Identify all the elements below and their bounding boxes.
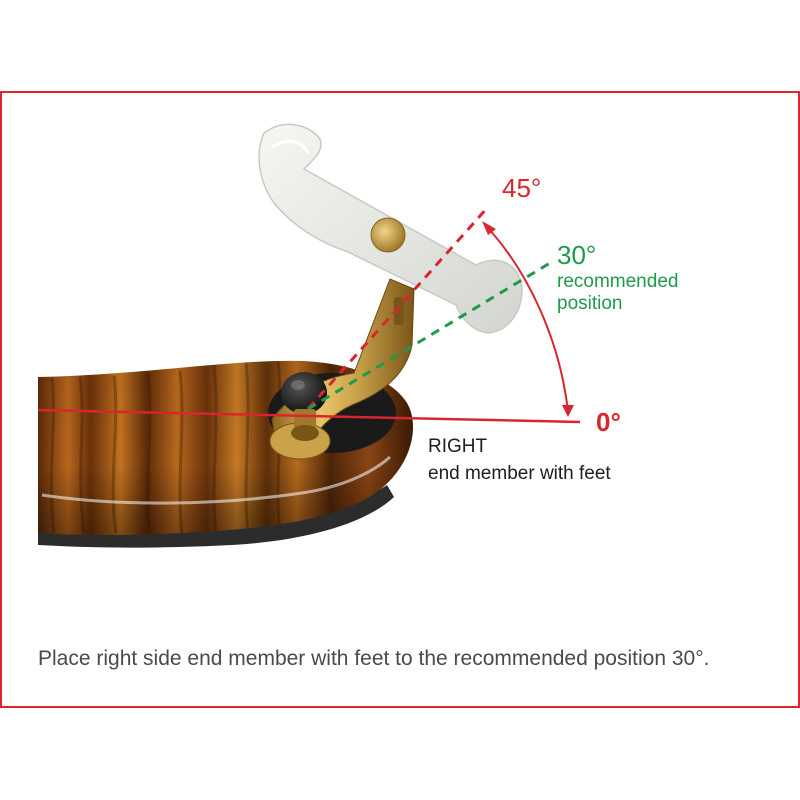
position-label: position bbox=[557, 293, 623, 314]
forty-five-degree-line bbox=[306, 206, 490, 410]
recommended-label: recommended bbox=[557, 271, 679, 292]
right-description: end member with feet bbox=[428, 463, 611, 484]
angle-arc bbox=[485, 225, 569, 412]
angle-45-label: 45° bbox=[502, 173, 542, 203]
arc-arrow-bottom bbox=[562, 405, 574, 417]
zero-degree-line bbox=[37, 408, 581, 424]
angle-30-label: 30° bbox=[557, 240, 597, 270]
diagram-frame: 45° 30° recommended position 0° RIGHT en… bbox=[0, 91, 800, 708]
right-title: RIGHT bbox=[428, 436, 488, 457]
shoulder-rest-illustration bbox=[37, 123, 581, 548]
adjustment-knob bbox=[281, 372, 327, 441]
angle-0-label: 0° bbox=[596, 407, 621, 437]
arc-arrow-top bbox=[482, 221, 496, 235]
clear-foot bbox=[258, 123, 523, 334]
instruction-caption: Place right side end member with feet to… bbox=[38, 647, 710, 670]
angle-guides bbox=[37, 206, 581, 424]
